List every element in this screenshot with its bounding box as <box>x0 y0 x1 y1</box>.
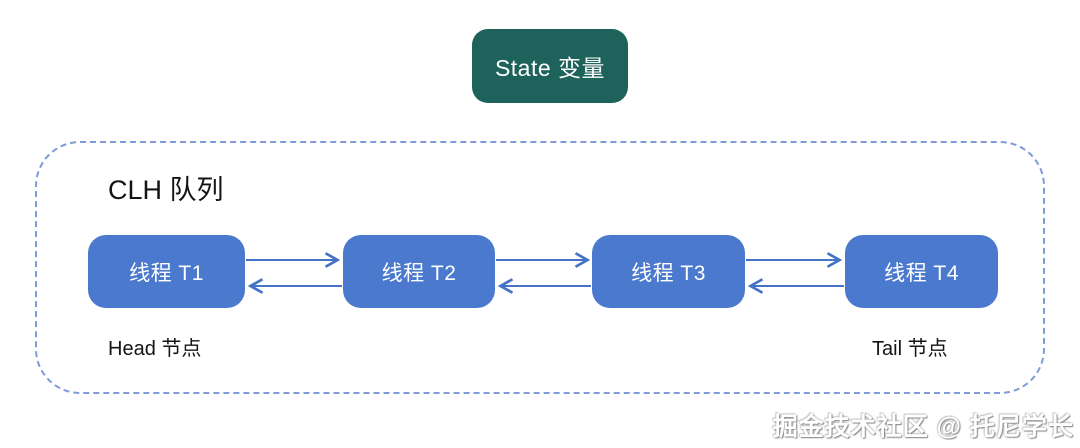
tail-node-label: Tail 节点 <box>872 338 948 360</box>
thread-node-t1: 线程 T1 <box>88 235 245 308</box>
watermark-text: 掘金技术社区 @ 托尼学长 <box>772 413 1074 441</box>
head-node-label: Head 节点 <box>108 338 202 360</box>
thread-node-t4: 线程 T4 <box>845 235 998 308</box>
state-variable-box: State 变量 <box>472 29 628 103</box>
thread-node-t2: 线程 T2 <box>343 235 495 308</box>
thread-node-t3: 线程 T3 <box>592 235 745 308</box>
clh-queue-title: CLH 队列 <box>108 175 224 205</box>
clh-queue-container <box>35 141 1045 394</box>
